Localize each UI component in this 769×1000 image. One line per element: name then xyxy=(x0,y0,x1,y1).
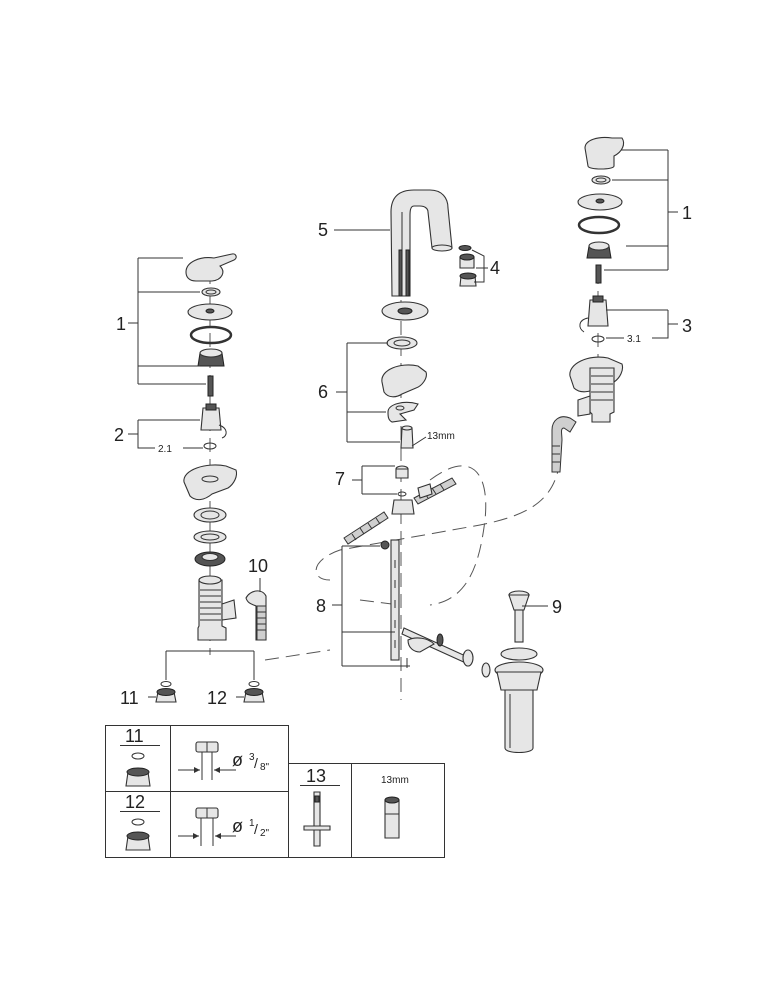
svg-text:/: / xyxy=(254,755,258,771)
callout-label: 5 xyxy=(318,220,328,240)
callout-label: 12 xyxy=(207,688,227,708)
fraction-denominator: 2" xyxy=(260,828,270,839)
callout-label: 3.1 xyxy=(627,334,641,345)
callout-label: 9 xyxy=(552,597,562,617)
callout-5: 5 xyxy=(318,220,390,240)
callout-label: 1 xyxy=(682,203,692,223)
callout-label: 2.1 xyxy=(158,444,172,455)
callout-3-right: 3 3.1 xyxy=(606,309,692,345)
tool-13-label: 13 xyxy=(306,766,326,786)
drain-assembly: 9 xyxy=(494,590,562,754)
callout-label: 10 xyxy=(248,556,268,576)
fraction-denominator: 8" xyxy=(260,762,270,773)
callout-1-right: 1 xyxy=(604,149,692,271)
connector-part-10: 10 xyxy=(245,556,268,641)
callout-6: 6 xyxy=(318,342,400,443)
callout-1-left: 1 xyxy=(116,257,206,385)
callout-8: 8 xyxy=(316,545,410,667)
callout-label: 6 xyxy=(318,382,328,402)
table-row-12-label: 12 xyxy=(125,792,145,812)
wrench-size-label: 13mm xyxy=(427,431,455,442)
callout-2-left: 2 2.1 xyxy=(114,419,203,455)
tool-table: 13 13mm xyxy=(288,763,445,858)
spout-assembly: 13mm xyxy=(343,189,477,545)
fraction-numerator: 1 xyxy=(249,818,255,829)
tool-size-label: 13mm xyxy=(381,775,409,786)
callout-label: 8 xyxy=(316,596,326,616)
left-handle-assembly xyxy=(183,253,238,641)
diameter-prefix: ø xyxy=(232,750,243,770)
fraction-numerator: 3 xyxy=(249,752,255,763)
callout-label: 3 xyxy=(682,316,692,336)
diameter-prefix: ø xyxy=(232,816,243,836)
callout-label: 1 xyxy=(116,314,126,334)
callout-label: 2 xyxy=(114,425,124,445)
right-handle-assembly xyxy=(551,136,625,473)
callout-7: 7 xyxy=(335,465,397,495)
hose-size-table: 11 ø 3 / 8" 12 ø 1 / 2" xyxy=(105,725,289,858)
callout-label: 7 xyxy=(335,469,345,489)
callout-4: 4 xyxy=(471,249,500,283)
lift-rod-assembly xyxy=(380,539,491,678)
callout-label: 4 xyxy=(490,258,500,278)
callout-label: 11 xyxy=(120,688,139,708)
callouts-11-12: 11 12 xyxy=(120,650,265,708)
table-row-11-label: 11 xyxy=(125,726,144,746)
svg-text:/: / xyxy=(254,821,258,837)
